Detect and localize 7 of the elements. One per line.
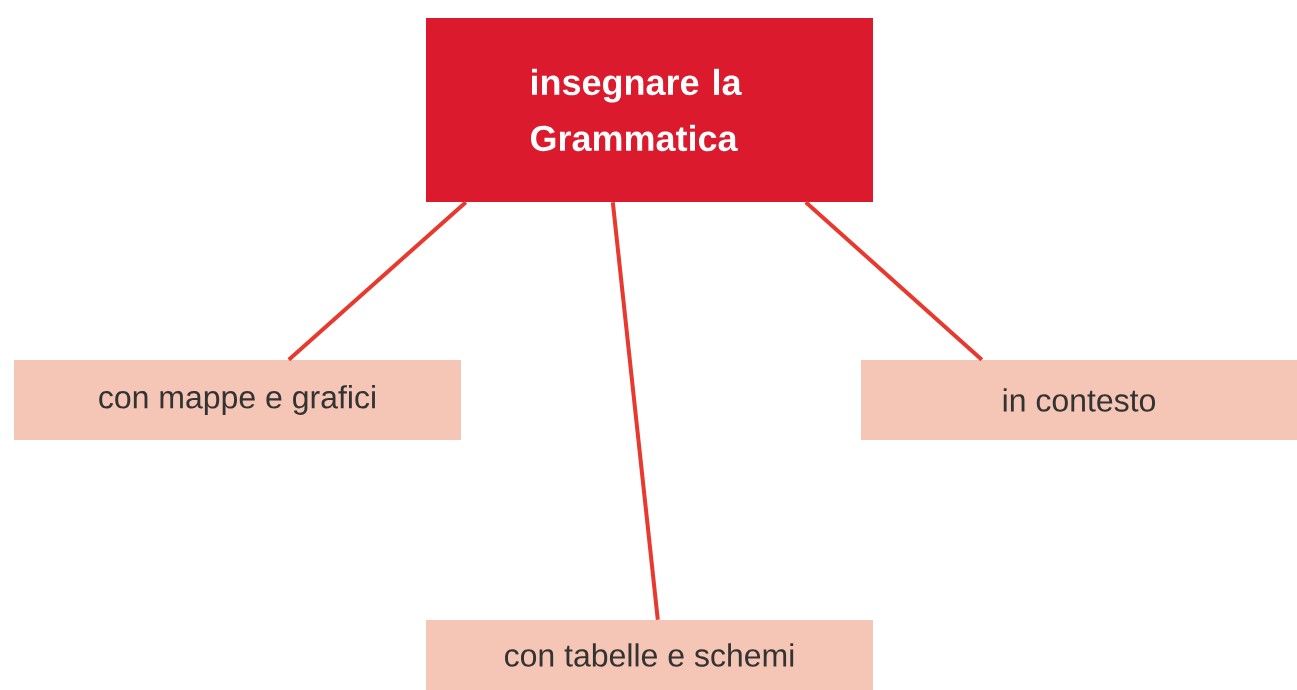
topic-box: con tabelle e schemi: [426, 620, 873, 690]
connector-line: [610, 202, 660, 621]
title-box: insegnare la Grammatica: [426, 18, 873, 202]
connector-line: [287, 200, 468, 362]
connector-line: [804, 200, 984, 362]
topic-box: in contesto: [861, 360, 1297, 440]
topic-box: con mappe e grafici: [14, 360, 461, 440]
